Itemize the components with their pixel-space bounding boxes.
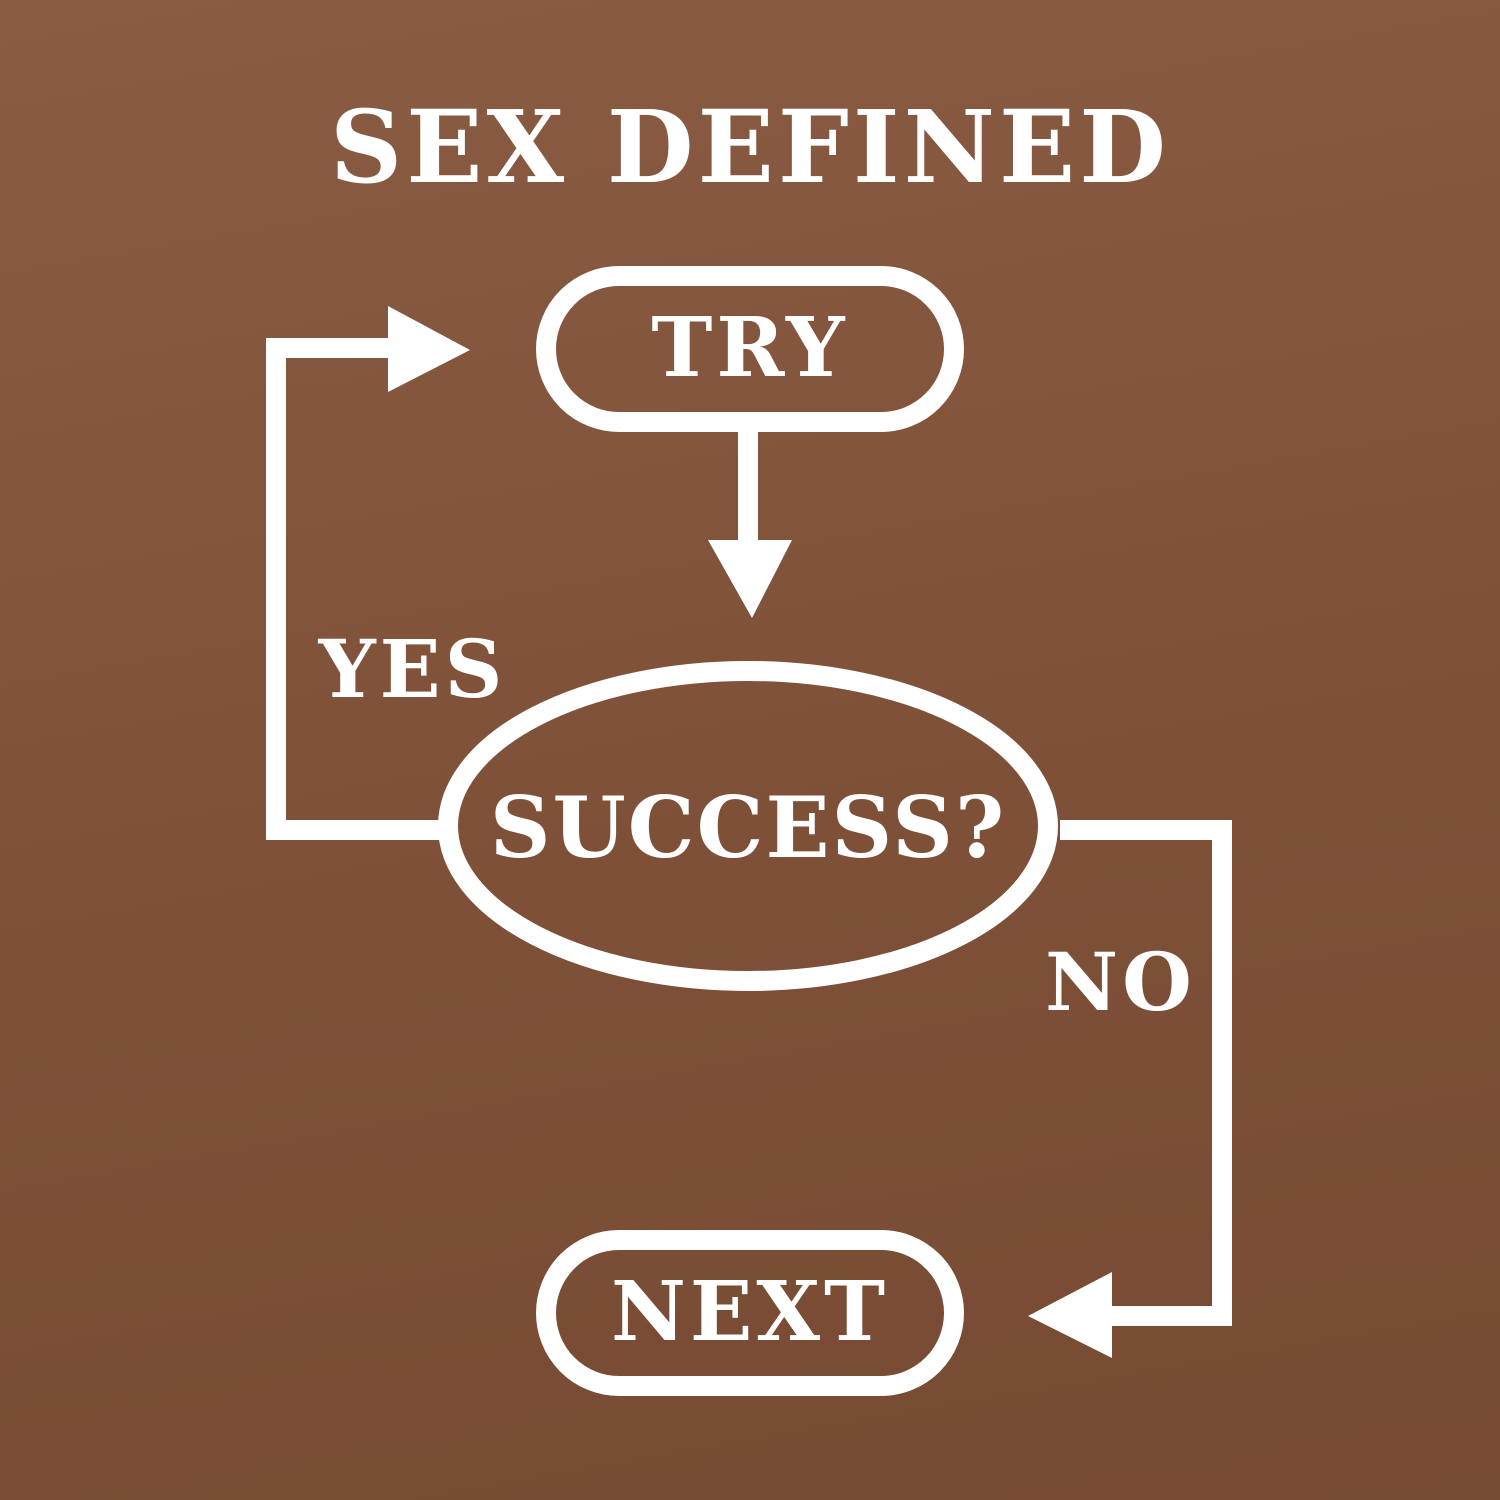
yes-edge-label: YES [318, 622, 507, 716]
no-edge-label: NO [1045, 935, 1196, 1029]
arrowhead-right [388, 306, 470, 392]
success-node-label: SUCCESS? [489, 778, 1007, 877]
page-title: SEX DEFINED [330, 88, 1170, 206]
yes-loop-line [266, 338, 440, 840]
next-node-label: NEXT [610, 1264, 890, 1360]
arrowhead-left [1028, 1272, 1112, 1358]
no-line [1060, 820, 1232, 1326]
next-node-shape [536, 1230, 964, 1396]
try-node-label: TRY [651, 300, 849, 396]
arrowhead-down [708, 540, 792, 618]
success-node-shape [438, 661, 1058, 991]
try-node-shape [536, 266, 964, 432]
